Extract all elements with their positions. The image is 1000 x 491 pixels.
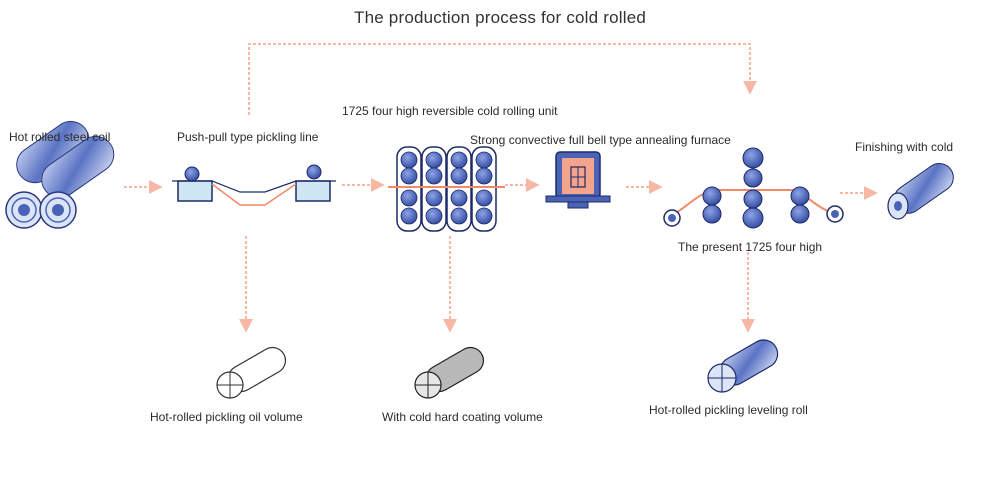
label-finishing: Finishing with cold	[855, 140, 954, 154]
label-pickling-oil-volume: Hot-rolled pickling oil volume	[150, 410, 303, 424]
hot-rolled-coil-icon	[5, 120, 115, 229]
diagram-title: The production process for cold rolled	[353, 8, 647, 27]
cold-hard-coating-volume-icon	[414, 346, 485, 399]
label-hot-rolled-coil: Hot rolled steel coil	[9, 130, 111, 144]
present-four-high-icon	[663, 147, 844, 229]
label-pickling-leveling-roll: Hot-rolled pickling leveling roll	[649, 403, 808, 417]
label-present-four-high: The present 1725 four high	[678, 240, 823, 254]
pickling-leveling-roll-icon	[707, 339, 779, 393]
label-cold-hard-coating: With cold hard coating volume	[382, 410, 543, 424]
annealing-furnace-icon	[545, 151, 611, 209]
pickling-line-icon	[172, 164, 336, 206]
pickling-oil-volume-icon	[216, 346, 287, 399]
rolling-unit-icon	[388, 146, 505, 232]
label-rolling-unit: 1725 four high reversible cold rolling u…	[342, 104, 558, 118]
label-annealing-furnace: Strong convective full bell type anneali…	[470, 133, 731, 147]
down-arrows	[239, 236, 755, 333]
label-pickling-line: Push-pull type pickling line	[177, 130, 319, 144]
return-loop-arrow	[248, 43, 757, 115]
flow-arrows	[124, 178, 878, 200]
finishing-coil-icon	[887, 162, 954, 220]
